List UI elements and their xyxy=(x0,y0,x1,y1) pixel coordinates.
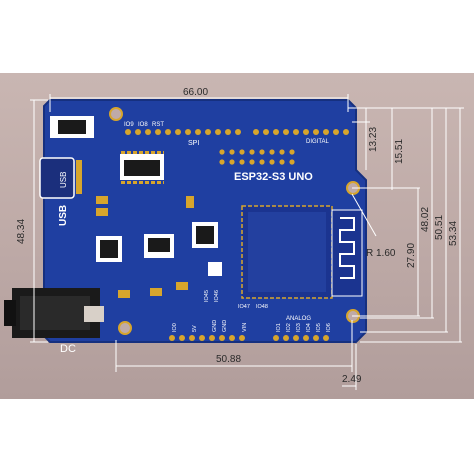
dim-right-6: 53.34 xyxy=(448,221,459,246)
antenna xyxy=(331,209,363,297)
dim-right-2: 15.51 xyxy=(394,139,405,164)
dimension-lines xyxy=(30,94,464,390)
usb-label-connector: USB xyxy=(59,172,68,188)
analog-header: ANALOG IO1 IO2 IO3 IO4 IO5 IO6 xyxy=(273,316,332,341)
pin-label-io8: IO8 xyxy=(138,122,148,128)
dc-jack xyxy=(4,288,104,338)
usb-connector: USB xyxy=(39,157,82,199)
pin-label-io5: IO5 xyxy=(316,323,322,332)
dim-right-3: 27.90 xyxy=(406,243,417,268)
board-title: ESP32-S3 UNO xyxy=(234,171,313,183)
pin-label-io47: IO47 xyxy=(238,304,250,310)
dc-label: DC xyxy=(60,343,76,355)
pin-label-io1: IO1 xyxy=(276,323,282,332)
pin-label-io48: IO48 xyxy=(256,304,268,310)
dim-right-4: 48.02 xyxy=(420,207,431,232)
pin-label-io4: IO4 xyxy=(306,323,312,332)
pin-label-io46: IO46 xyxy=(214,290,220,302)
header-pins-left xyxy=(125,129,241,135)
dim-bottom-width: 50.88 xyxy=(216,354,241,365)
digital-label: DIGITAL xyxy=(306,139,330,145)
components xyxy=(96,196,222,298)
esp32-module xyxy=(241,205,333,299)
pin-row-secondary xyxy=(219,149,295,165)
ic-chip xyxy=(120,150,164,184)
pin-label-gnd-1: GND xyxy=(212,320,218,332)
reset-button xyxy=(50,116,94,138)
pin-label-io9: IO9 xyxy=(124,122,134,128)
power-header-bottom: IO0 5V GND GND VIN xyxy=(169,320,248,341)
dim-radius: R 1.60 xyxy=(366,248,396,259)
pin-label-rst: RST xyxy=(152,122,164,128)
digital-header-top: IO9 IO8 RST SPI DIGITAL xyxy=(124,122,349,147)
dim-width-top: 66.00 xyxy=(183,87,208,98)
dim-bottom-offset: 2.49 xyxy=(342,374,362,385)
pin-label-io0: IO0 xyxy=(172,323,178,332)
dim-height-left: 48.34 xyxy=(16,219,27,244)
pin-label-io2: IO2 xyxy=(286,323,292,332)
pin-label-io45: IO45 xyxy=(204,290,210,302)
pin-label-io3: IO3 xyxy=(296,323,302,332)
spi-label: SPI xyxy=(188,140,199,147)
pin-label-io6: IO6 xyxy=(326,323,332,332)
header-pins-right xyxy=(253,129,349,135)
dim-right-5: 50.51 xyxy=(434,215,445,240)
pin-label-vin: VIN xyxy=(242,323,248,332)
pin-label-gnd-2: GND xyxy=(222,320,228,332)
dim-right-1: 13.23 xyxy=(368,127,379,152)
usb-label: USB xyxy=(58,205,69,226)
analog-label: ANALOG xyxy=(286,316,311,322)
pin-label-5v: 5V xyxy=(192,325,198,332)
